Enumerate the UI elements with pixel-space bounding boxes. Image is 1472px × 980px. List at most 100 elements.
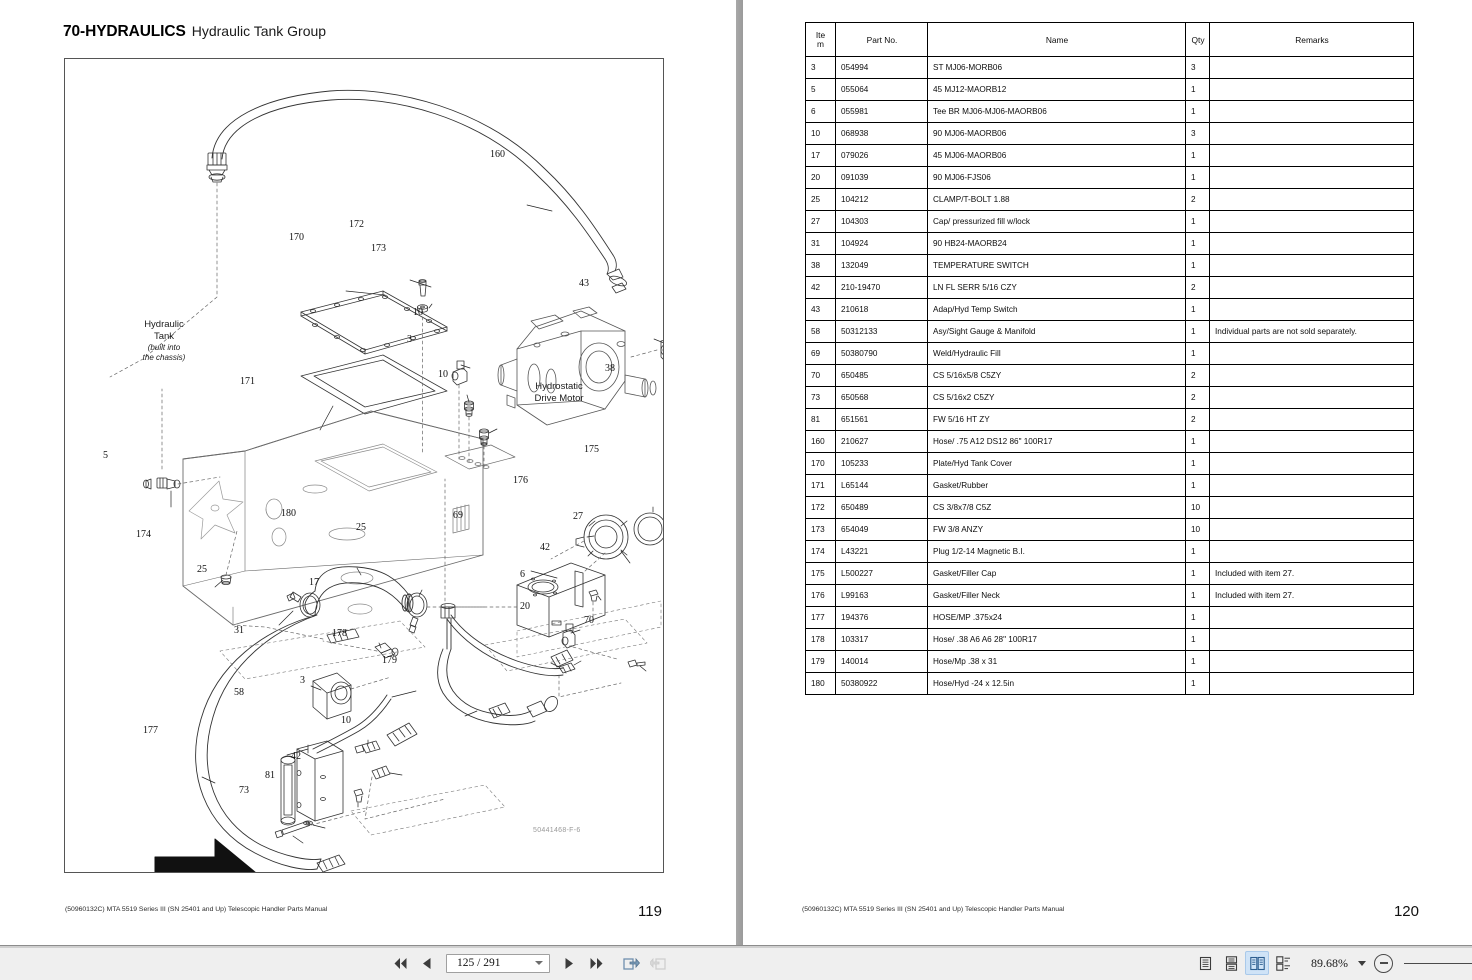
qty-cell: 3 — [1185, 122, 1210, 145]
item-cell: 43 — [805, 298, 836, 321]
item-cell: 177 — [805, 606, 836, 629]
part-no-cell: 210618 — [835, 298, 928, 321]
go-back-view-button[interactable] — [619, 951, 643, 975]
next-page-button[interactable] — [557, 951, 581, 975]
callout-number: 27 — [573, 511, 583, 522]
document-viewport[interactable]: 70-HYDRAULICS Hydraulic Tank Group — [0, 0, 1472, 945]
minus-icon — [1379, 962, 1388, 964]
callout-number: 10 — [438, 369, 448, 380]
qty-cell: 2 — [1185, 276, 1210, 299]
go-forward-view-button[interactable] — [646, 951, 670, 975]
qty-cell: 1 — [1185, 298, 1210, 321]
last-page-button[interactable] — [584, 951, 608, 975]
col-header-qty: Qty — [1185, 22, 1210, 57]
name-cell: Adap/Hyd Temp Switch — [927, 298, 1186, 321]
callout-number: 10 — [413, 307, 423, 318]
part-no-cell: 055981 — [835, 100, 928, 123]
name-cell: Cap/ pressurized fill w/lock — [927, 210, 1186, 233]
name-cell: CS 3/8x7/8 C5Z — [927, 496, 1186, 519]
zoom-slider[interactable] — [1404, 955, 1472, 972]
qty-cell: 1 — [1185, 166, 1210, 189]
callout-number: 38 — [605, 363, 615, 374]
part-no-cell: 140014 — [835, 650, 928, 673]
callout-number: 42 — [540, 542, 550, 553]
callout-number: 25 — [356, 522, 366, 533]
qty-cell: 1 — [1185, 254, 1210, 277]
part-no-cell: L99163 — [835, 584, 928, 607]
part-no-cell: L65144 — [835, 474, 928, 497]
col-header-name: Name — [927, 22, 1186, 57]
item-cell: 180 — [805, 672, 836, 695]
part-no-cell: 104212 — [835, 188, 928, 211]
item-cell: 17 — [805, 144, 836, 167]
item-cell: 27 — [805, 210, 836, 233]
qty-cell: 1 — [1185, 628, 1210, 651]
part-no-cell: 105233 — [835, 452, 928, 475]
last-page-icon — [590, 957, 602, 969]
name-cell: TEMPERATURE SWITCH — [927, 254, 1186, 277]
qty-cell: 1 — [1185, 452, 1210, 475]
two-page-view-button[interactable] — [1245, 951, 1269, 975]
previous-page-button[interactable] — [415, 951, 439, 975]
callout-number: 3 — [300, 675, 305, 686]
part-no-cell: 068938 — [835, 122, 928, 145]
part-no-cell: 50312133 — [835, 320, 928, 343]
item-cell: 3 — [805, 56, 836, 79]
part-no-cell: 50380922 — [835, 672, 928, 695]
remarks-cell: Individual parts are not sold separately… — [1209, 320, 1414, 343]
remarks-cell — [1209, 122, 1414, 145]
first-page-button[interactable] — [388, 951, 412, 975]
zoom-out-button[interactable] — [1374, 953, 1393, 973]
section-title: Hydraulic Tank Group — [191, 23, 327, 39]
hydraulic-tank-label: Hydraulic Tank (built into the chassis) — [142, 319, 186, 362]
remarks-cell — [1209, 254, 1414, 277]
chevron-down-icon[interactable] — [535, 961, 543, 965]
callout-number: 6 — [520, 569, 525, 580]
callout-number: 73 — [239, 785, 249, 796]
qty-cell: 10 — [1185, 496, 1210, 519]
name-cell: FW 3/8 ANZY — [927, 518, 1186, 541]
callout-number: 173 — [371, 243, 386, 254]
remarks-cell — [1209, 386, 1414, 409]
qty-cell: 2 — [1185, 364, 1210, 387]
remarks-cell — [1209, 452, 1414, 475]
callout-number: 172 — [349, 219, 364, 230]
part-no-cell: 50380790 — [835, 342, 928, 365]
section-number: 70-HYDRAULICS — [63, 23, 186, 40]
col-header-item: Ite m — [805, 22, 836, 57]
single-page-view-button[interactable] — [1193, 951, 1217, 975]
qty-cell: 1 — [1185, 474, 1210, 497]
qty-cell: 2 — [1185, 386, 1210, 409]
qty-cell: 2 — [1185, 408, 1210, 431]
name-cell: HOSE/MP .375x24 — [927, 606, 1186, 629]
qty-cell: 1 — [1185, 584, 1210, 607]
col-header-remarks: Remarks — [1209, 22, 1414, 57]
zoom-dropdown-caret-icon[interactable] — [1358, 960, 1366, 966]
callout-number: 3 — [407, 334, 412, 345]
qty-cell: 1 — [1185, 672, 1210, 695]
callout-number: 58 — [234, 687, 244, 698]
part-no-cell: 132049 — [835, 254, 928, 277]
callout-number: 43 — [579, 278, 589, 289]
page-number-input[interactable]: 125 / 291 — [446, 953, 550, 973]
name-cell: 90 MJ06-FJS06 — [927, 166, 1186, 189]
remarks-cell — [1209, 430, 1414, 453]
remarks-cell: Included with item 27. — [1209, 584, 1414, 607]
continuous-scroll-view-button[interactable] — [1219, 951, 1243, 975]
previous-view-icon — [622, 957, 640, 970]
callout-number: 171 — [240, 376, 255, 387]
page-number-value: 125 / 291 — [457, 957, 501, 969]
two-page-continuous-view-button[interactable] — [1271, 951, 1295, 975]
remarks-cell — [1209, 518, 1414, 541]
name-cell: Gasket/Rubber — [927, 474, 1186, 497]
remarks-cell — [1209, 298, 1414, 321]
